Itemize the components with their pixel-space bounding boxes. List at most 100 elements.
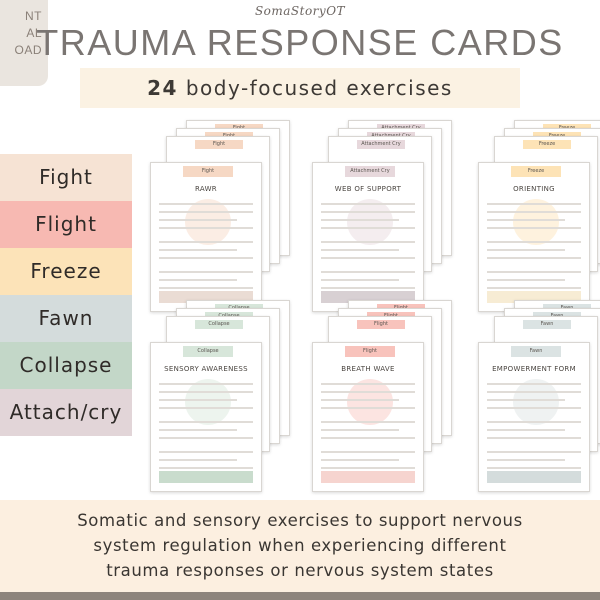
- card-text-line: [159, 451, 253, 453]
- tab-fight: Fight: [0, 154, 132, 201]
- card-text-line: [487, 227, 581, 229]
- card-text-line: [487, 383, 581, 385]
- card-footer-bar: [321, 471, 415, 483]
- card-title: EMPOWERMENT FORM: [492, 365, 576, 373]
- footer-line: system regulation when experiencing diff…: [93, 536, 507, 555]
- card-text-line: [321, 437, 415, 439]
- subtitle-banner: 24 body-focused exercises: [80, 68, 520, 108]
- card-text-line: [159, 241, 253, 243]
- card-text-line: [487, 203, 581, 205]
- card-text-line: [321, 391, 415, 393]
- card-tag: Attachment Cry: [345, 166, 395, 177]
- bottom-stripe: [0, 592, 600, 600]
- card-text-line: [321, 421, 415, 423]
- card-back-tag: Fight: [195, 140, 243, 149]
- card-text-line: [321, 287, 415, 289]
- card-text-line: [487, 271, 581, 273]
- card-text-line: [159, 227, 253, 229]
- card-tag: Fawn: [511, 346, 561, 357]
- card-text-line: [159, 211, 253, 213]
- card-text-line: [487, 241, 581, 243]
- tab-freeze: Freeze: [0, 248, 132, 295]
- card-text-line: [159, 467, 253, 469]
- card-title: BREATH WAVE: [341, 365, 395, 373]
- card-title: SENSORY AWARENESS: [164, 365, 248, 373]
- card-text-line: [159, 391, 253, 393]
- card-text-line: [159, 459, 237, 461]
- card-text-line: [487, 211, 581, 213]
- card-text-line: [321, 227, 415, 229]
- card-back-tag: Freeze: [523, 140, 571, 149]
- card-decoration: [185, 379, 231, 425]
- tab-collapse: Collapse: [0, 342, 132, 389]
- card-text-line: [321, 399, 399, 401]
- card-text-line: [487, 451, 581, 453]
- card-text-line: [159, 219, 237, 221]
- corner-badge-line: NT: [25, 9, 42, 23]
- card-text-line: [159, 421, 253, 423]
- card-text-line: [159, 271, 253, 273]
- tab-attach-cry: Attach/cry: [0, 389, 132, 436]
- card-text-line: [487, 279, 565, 281]
- card-decoration: [347, 199, 393, 245]
- card-text-line: [487, 437, 581, 439]
- card-title: WEB OF SUPPORT: [334, 185, 402, 193]
- card-back-tag: Attachment Cry: [357, 140, 405, 149]
- card-text-line: [159, 383, 253, 385]
- card-decoration: [347, 379, 393, 425]
- card-text-line: [487, 219, 565, 221]
- footer-band: [0, 500, 600, 592]
- card-text-line: [487, 421, 581, 423]
- tab-fawn: Fawn: [0, 295, 132, 342]
- card-text-line: [487, 391, 581, 393]
- card-text-line: [321, 271, 415, 273]
- corner-badge-line: AL: [26, 26, 42, 40]
- card-title: RAWR: [195, 185, 217, 193]
- card-text-line: [321, 257, 415, 259]
- card-title: ORIENTING: [513, 185, 555, 193]
- card-text-line: [321, 279, 399, 281]
- category-tabs: Fight Flight Freeze Fawn Collapse Attach…: [0, 154, 132, 436]
- corner-badge: NT AL OAD: [0, 0, 48, 86]
- card-tag: Fight: [183, 166, 233, 177]
- card-back-tag: Collapse: [195, 320, 243, 329]
- card-text-line: [159, 407, 253, 409]
- subtitle-text: body-focused exercises: [177, 76, 453, 100]
- card-back-tag: Fawn: [523, 320, 571, 329]
- card-text-line: [321, 459, 399, 461]
- card-footer-bar: [487, 471, 581, 483]
- subtitle-count: 24: [147, 76, 178, 100]
- card-text-line: [159, 257, 253, 259]
- card-text-line: [159, 429, 237, 431]
- card-text-line: [321, 249, 399, 251]
- footer-line: trauma responses or nervous system state…: [106, 561, 494, 580]
- card-text-line: [321, 219, 399, 221]
- page-title: TRAUMA RESPONSE CARDS: [36, 22, 564, 63]
- corner-badge-line: OAD: [14, 43, 42, 57]
- card-text-line: [159, 437, 253, 439]
- card-decoration: [185, 199, 231, 245]
- brand-logo: SomaStoryOT: [254, 4, 346, 18]
- card-decoration: [513, 379, 559, 425]
- card-text-line: [321, 383, 415, 385]
- card-text-line: [159, 249, 237, 251]
- card-decoration: [513, 199, 559, 245]
- card-text-line: [321, 211, 415, 213]
- card-text-line: [321, 407, 415, 409]
- footer-line: Somatic and sensory exercises to support…: [77, 511, 523, 530]
- card-text-line: [487, 407, 581, 409]
- card-text-line: [159, 279, 237, 281]
- card-text-line: [487, 467, 581, 469]
- tab-flight: Flight: [0, 201, 132, 248]
- card-tag: Flight: [345, 346, 395, 357]
- card-text-line: [321, 429, 399, 431]
- card-footer-bar: [159, 471, 253, 483]
- card-text-line: [487, 399, 565, 401]
- card-text-line: [487, 287, 581, 289]
- card-text-line: [159, 203, 253, 205]
